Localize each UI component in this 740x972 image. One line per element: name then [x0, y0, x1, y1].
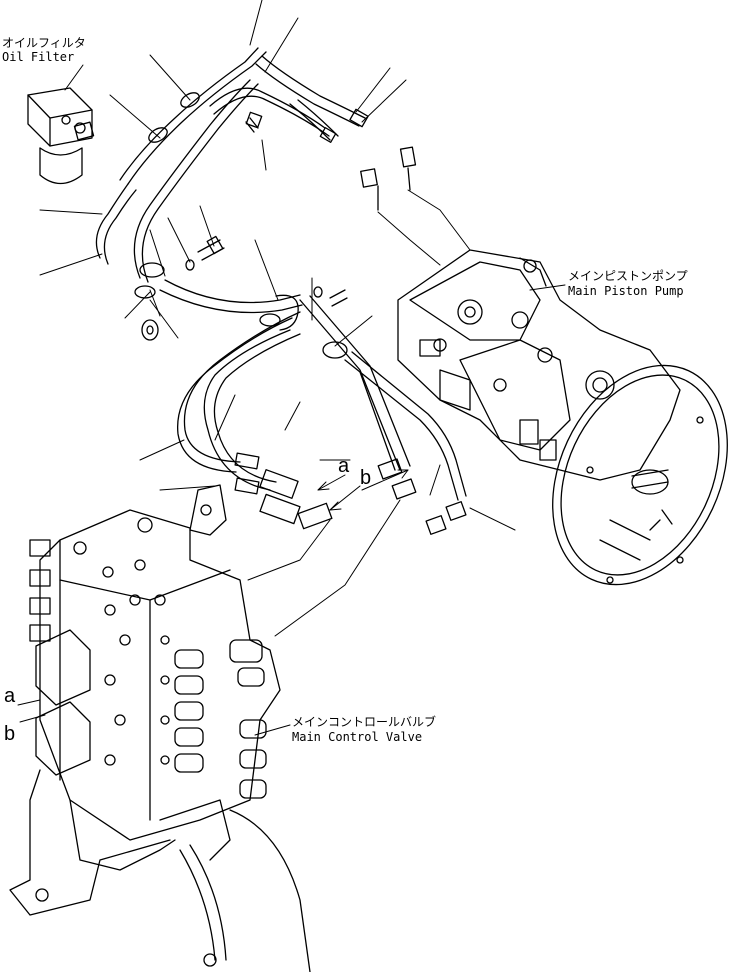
oil-filter-label-jp: オイルフィルタ	[2, 36, 86, 50]
bolts-and-washers	[141, 235, 348, 359]
lower-hose-bundle	[176, 295, 467, 536]
main-piston-pump	[397, 249, 681, 481]
pump-flange	[552, 364, 728, 586]
oil-filter	[27, 87, 95, 185]
upper-hose-bundle	[95, 47, 417, 331]
marker-b-lower: b	[4, 723, 16, 745]
main-piston-pump-label-en: Main Piston Pump	[568, 284, 684, 298]
oil-filter-label-en: Oil Filter	[2, 50, 75, 64]
leader-lines	[17, 0, 566, 736]
main-control-valve-label-en: Main Control Valve	[292, 730, 423, 744]
marker-a-lower: a	[4, 685, 16, 707]
main-piston-pump-label-jp: メインピストンポンプ	[568, 269, 688, 283]
marker-b-upper: b	[360, 467, 372, 489]
main-control-valve-label-jp: メインコントロールバルブ	[292, 715, 437, 729]
marker-a-upper: a	[338, 455, 350, 477]
main-control-valve	[9, 509, 311, 972]
